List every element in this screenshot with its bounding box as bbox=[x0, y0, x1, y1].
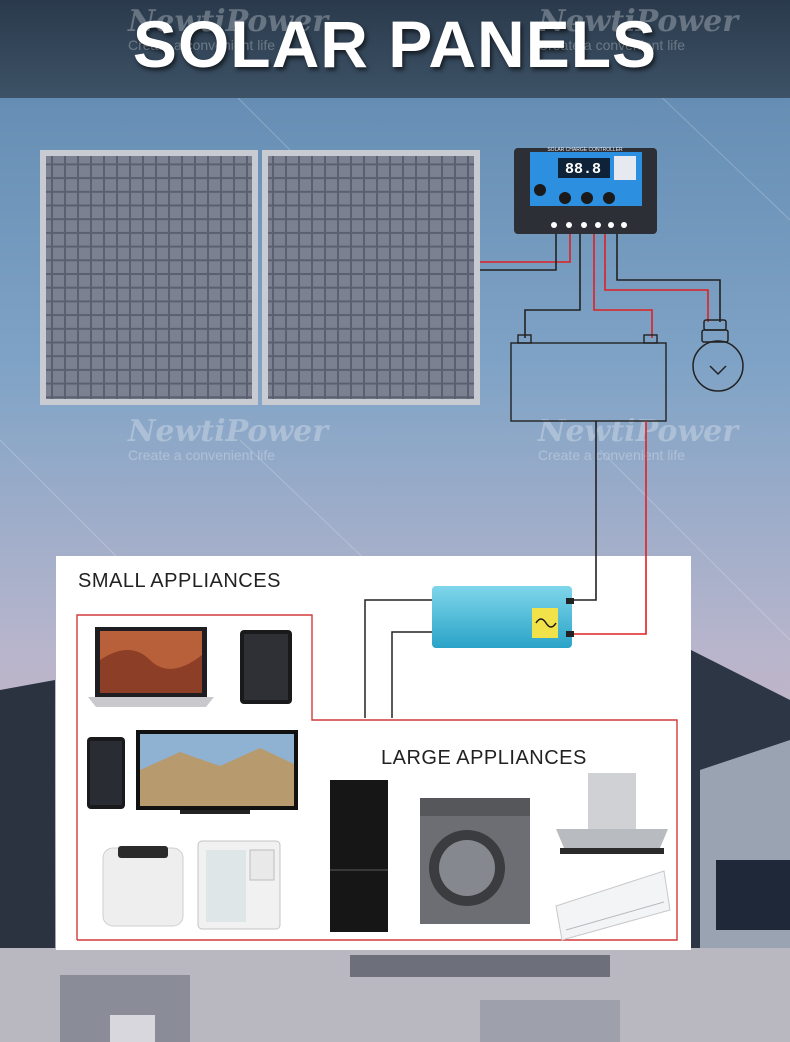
inverter bbox=[432, 586, 574, 648]
large-appliances-label: LARGE APPLIANCES bbox=[381, 747, 587, 769]
title-banner bbox=[0, 0, 790, 98]
phone-image bbox=[87, 737, 125, 809]
controller-heading: SOLAR CHARGE CONTROLLER bbox=[547, 147, 623, 153]
battery bbox=[510, 334, 667, 422]
solar-panel-right bbox=[262, 150, 480, 405]
charge-controller bbox=[514, 148, 657, 234]
light-bulb bbox=[692, 319, 744, 392]
washing-machine-image bbox=[420, 798, 530, 924]
tablet-image bbox=[240, 630, 292, 704]
controller-display: 88.8 bbox=[565, 161, 601, 178]
laptop-image bbox=[88, 627, 214, 707]
air-conditioner-image bbox=[555, 870, 671, 941]
solar-panel-left bbox=[40, 150, 258, 405]
page-title: SOLAR PANELS bbox=[132, 7, 658, 81]
refrigerator-image bbox=[330, 780, 388, 932]
small-appliances-label: SMALL APPLIANCES bbox=[78, 570, 281, 592]
range-hood-image bbox=[556, 773, 668, 854]
mini-fridge-image bbox=[197, 840, 281, 930]
television-image bbox=[136, 730, 298, 814]
water-heater-image bbox=[102, 846, 184, 927]
